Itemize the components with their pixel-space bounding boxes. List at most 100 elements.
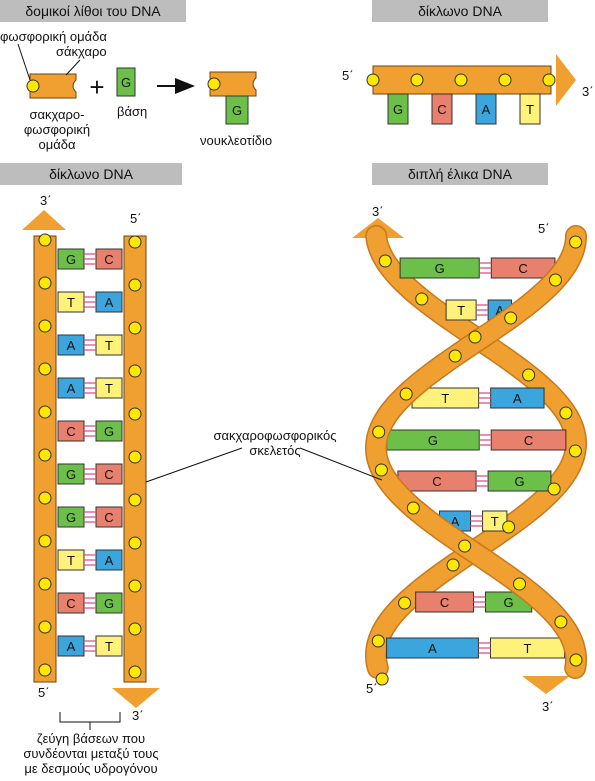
header-double-strand-ladder: δίκλωνο DNA xyxy=(0,163,182,185)
base-letter: G xyxy=(104,424,114,439)
phosphate-circle xyxy=(568,444,582,458)
base-letter: T xyxy=(105,381,113,396)
nucleotide: G xyxy=(207,71,257,125)
base-letter: T xyxy=(67,553,75,568)
sugar-phosphate-line: σακχαρο- xyxy=(29,107,85,122)
base-letter: G xyxy=(435,261,445,276)
phosphate-circle xyxy=(410,73,424,87)
helix-top-right-label: 5΄ xyxy=(538,221,550,236)
plus-sign: + xyxy=(89,72,104,102)
base-letter: C xyxy=(518,261,527,276)
base-letter: A xyxy=(105,553,114,568)
phosphate-circle xyxy=(542,73,556,87)
phosphate-circle xyxy=(128,278,142,292)
ladder-right-bottom-label: 3΄ xyxy=(132,708,144,723)
header-building-blocks: δομικοί λίθοι του DNA xyxy=(0,0,186,22)
phosphate-circle xyxy=(38,534,52,548)
base-letter: C xyxy=(432,474,441,489)
phosphate-circle xyxy=(38,405,52,419)
base-letter: C xyxy=(437,102,446,117)
strand-arrow xyxy=(556,54,576,106)
nucleotide-label: νουκλεοτίδιο xyxy=(200,133,273,148)
phosphate-circle xyxy=(468,330,482,344)
phosphate-circle xyxy=(128,665,142,679)
phosphate-circle xyxy=(38,577,52,591)
sugar-phosphate-line: φωσφορική xyxy=(23,122,91,137)
strand-5-label: 5΄ xyxy=(342,68,354,83)
base-letter: A xyxy=(451,514,460,529)
base-g-letter: G xyxy=(121,75,131,90)
helix-front-strand xyxy=(366,226,586,678)
backbone-label: σακχαροφωσφορικός σκελετός xyxy=(190,428,360,458)
nucleotide-base-letter: G xyxy=(232,103,242,118)
base-letter: A xyxy=(513,391,522,406)
base-letter: G xyxy=(66,252,76,267)
phosphate-circle xyxy=(26,79,40,93)
phosphate-circle xyxy=(498,73,512,87)
phosphate-circle xyxy=(38,276,52,290)
ladder-left-top-label: 3΄ xyxy=(40,193,52,208)
phosphate-circle xyxy=(128,321,142,335)
base-letter: T xyxy=(526,102,534,117)
pairs-bracket xyxy=(59,712,121,723)
phosphate-circle xyxy=(38,362,52,376)
base-letter: T xyxy=(105,338,113,353)
phosphate-circle xyxy=(513,577,527,591)
base-block xyxy=(475,93,497,125)
base-letter: C xyxy=(104,467,113,482)
phosphate-circle xyxy=(128,579,142,593)
phosphate-circle xyxy=(458,539,472,553)
phosphate-circle xyxy=(378,254,392,268)
phosphate-circle xyxy=(128,536,142,550)
phosphate-circle xyxy=(522,368,536,382)
header-double-strand-top: δίκλωνο DNA xyxy=(372,0,548,22)
phosphate-circle xyxy=(38,448,52,462)
base-letter: G xyxy=(393,102,403,117)
phosphate-circle xyxy=(38,233,52,247)
phosphate-circle xyxy=(38,620,52,634)
phosphate-circle xyxy=(554,615,568,629)
base-letter: G xyxy=(428,433,438,448)
helix-arrow-bottom xyxy=(522,676,570,694)
phosphate-circle xyxy=(569,235,583,249)
backbone-label-line: σακχαροφωσφορικός xyxy=(213,428,337,443)
base-letter: T xyxy=(457,303,465,318)
phosphate-circle xyxy=(548,273,562,287)
pairs-caption-line: ζεύγη βάσεων που xyxy=(36,731,146,746)
phosphate-circle xyxy=(547,482,561,496)
base-letter: C xyxy=(66,424,75,439)
ladder-left-bottom-label: 5΄ xyxy=(38,685,50,700)
base-g-block: G xyxy=(116,67,136,97)
phosphate-circle xyxy=(128,364,142,378)
phosphate-circle xyxy=(448,349,462,363)
helix-bottom-left-label: 5΄ xyxy=(366,681,378,696)
phosphate-circle xyxy=(38,663,52,677)
base-letter: T xyxy=(491,514,499,529)
phosphate-circle xyxy=(502,520,516,534)
phosphate-circle xyxy=(128,450,142,464)
base-block xyxy=(431,93,453,125)
backbone-pointer-right xyxy=(299,447,383,481)
phosphate-circle xyxy=(446,558,460,572)
base-letter: T xyxy=(441,391,449,406)
base-letter: C xyxy=(104,510,113,525)
sugar-phosphate-label: σακχαρο- φωσφορική ομάδα xyxy=(20,107,94,152)
phosphate-circle xyxy=(371,634,385,648)
phosphate-circle xyxy=(569,653,583,667)
pairs-caption-line: με δεσμούς υδρογόνου xyxy=(24,761,158,776)
base-letter: T xyxy=(524,641,532,656)
backbone-label-line: σκελετός xyxy=(249,443,301,458)
pairs-caption-line: συνδέονται μεταξύ τους xyxy=(23,746,159,761)
phosphate-circle xyxy=(559,406,573,420)
base-letter: A xyxy=(482,102,491,117)
base-letter: T xyxy=(67,295,75,310)
phosphate-pointer xyxy=(17,43,31,81)
base-letter: G xyxy=(104,596,114,611)
header-double-helix: διπλή έλικα DNA xyxy=(372,163,548,185)
phosphate-circle xyxy=(415,292,429,306)
base-letter: C xyxy=(66,596,75,611)
phosphate-circle xyxy=(399,387,413,401)
ladder-arrow-top xyxy=(22,210,66,230)
base-letter: A xyxy=(67,381,76,396)
